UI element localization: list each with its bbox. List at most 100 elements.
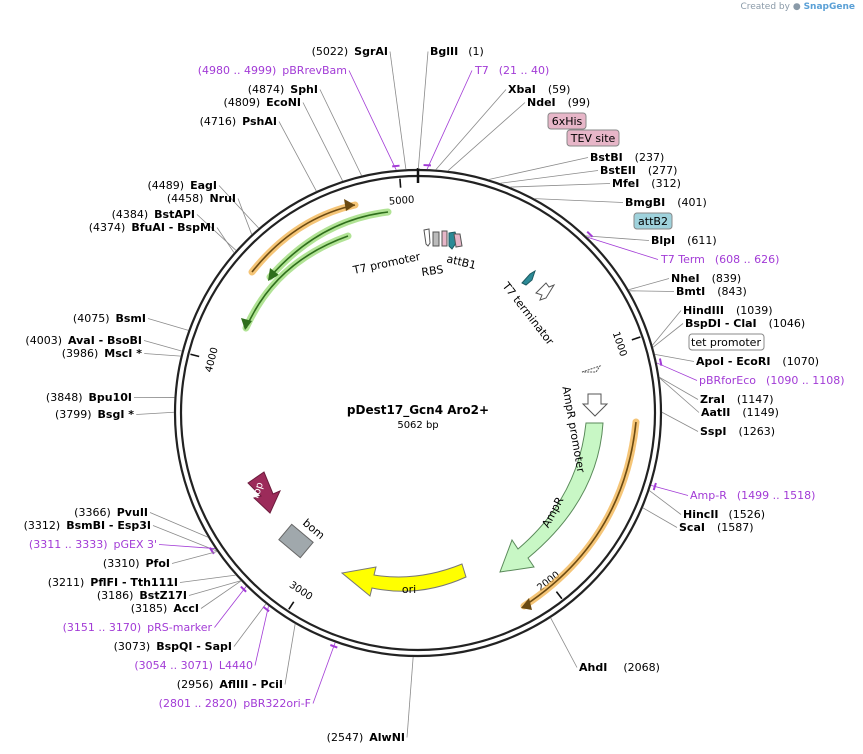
orf-arc-right-core [523, 421, 637, 607]
site-label-prsmarker: (3151 .. 3170)pRS-marker [63, 621, 213, 634]
primer-site-marker [392, 164, 400, 168]
box-tev-label: TEV site [570, 132, 616, 145]
site-label-apoi: ApoI - EcoRI(1070) [696, 355, 819, 368]
site-label-pshai: (4716)PshAI [200, 115, 277, 128]
primer-site-marker [330, 644, 338, 649]
site-leader-line [143, 340, 183, 352]
attb1-label: attB1 [445, 252, 477, 272]
site-leader-line [659, 377, 700, 413]
site-labels: (5022)SgrAI BglII(1) (4980 .. 4999)pBRre… [24, 45, 845, 744]
site-leader-line [136, 411, 175, 415]
box-tet-promoter [688, 333, 765, 351]
bom-feature: bom [278, 516, 327, 559]
primer-leader-line [158, 544, 216, 549]
credit-brand: SnapGene [803, 2, 855, 12]
orf-arcs [241, 199, 640, 610]
site-label-t7: T7(21 .. 40) [474, 64, 549, 77]
site-label-pbr322orif: (2801 .. 2820)pBR322ori-F [159, 697, 311, 710]
site-leader-line [585, 235, 650, 241]
site-label-hindiii: HindIII(1039) [683, 304, 773, 317]
site-label-l4440: (3054 .. 3071)L4440 [134, 659, 253, 672]
site-leader-line [652, 323, 684, 348]
t7-promoter-arrow [423, 228, 431, 247]
site-leader-line [389, 51, 407, 170]
site-label-bstbi: BstBI(237) [590, 151, 664, 164]
site-leader-line [147, 318, 189, 331]
site-label-avai: (4003)AvaI - BsoBI [25, 334, 142, 347]
orf-arc-right-head [521, 598, 532, 610]
site-label-t7term: T7 Term(608 .. 626) [660, 253, 779, 266]
rbs-label: RBS [421, 263, 445, 279]
site-leader-line [196, 214, 237, 251]
site-label-ndei: NdeI(99) [527, 96, 590, 109]
site-leader-line [642, 507, 678, 528]
boxed-feature-tev: TEV site [566, 129, 620, 147]
site-label-bsteii: BstEII(277) [600, 164, 677, 177]
boxed-feature-attb2: attB2 [633, 212, 673, 230]
tick-label: 1000 [610, 330, 629, 358]
site-leader-line [435, 89, 507, 170]
site-leader-line [629, 290, 675, 292]
site-leader-line [510, 183, 611, 188]
site-label-sgrai: (5022)SgrAI [312, 45, 388, 58]
site-label-ampr-primer: Amp-R(1499 .. 1518) [690, 489, 815, 502]
plasmid-name: pDest17_Gcn4 Aro2+ [347, 403, 489, 418]
site-leader-line [302, 102, 343, 182]
tick-mark [288, 601, 295, 610]
primer-leader-line [426, 70, 473, 170]
site-leader-line [200, 580, 242, 609]
his-box [441, 230, 448, 247]
t7-cluster: T7 promoter RBS attB1 [351, 228, 477, 279]
t7-terminator-arrow [535, 282, 556, 301]
ori-arrow [340, 563, 467, 597]
site-label-scai: ScaI(1587) [679, 521, 754, 534]
site-leader-line [278, 121, 317, 192]
orf-arc-top-outer-core [251, 204, 356, 273]
t7-terminator-teal [521, 269, 536, 286]
orf-arc-top-green-core [269, 211, 389, 278]
site-label-bmgbi: BmgBI(401) [625, 196, 707, 209]
credit-prefix: Created by [740, 2, 790, 12]
site-leader-line [406, 656, 414, 738]
site-label-econi: (4809)EcoNI [224, 96, 301, 109]
primer-leader-line [254, 605, 269, 666]
t7-terminator-feature: T7 terminator [499, 269, 557, 348]
site-leader-line [171, 551, 218, 564]
site-label-xbai: XbaI(59) [508, 83, 570, 96]
leader-layer [133, 51, 700, 738]
orf-arc-top-outer-head [344, 199, 355, 211]
site-label-bpu10i: (3848)Bpu10I [46, 391, 132, 404]
site-label-afliii: (2956)AflIII - PciI [177, 678, 283, 691]
site-leader-line [152, 525, 217, 552]
tick-mark [555, 591, 563, 600]
site-leader-line [233, 603, 267, 647]
site-label-bspqi: (3073)BspQI - SapI [114, 640, 232, 653]
site-label-bstz17i: (3186)BstZ17I [97, 589, 187, 602]
site-label-bstapi: (4384)BstAPI [112, 208, 195, 221]
site-leader-line [661, 411, 699, 432]
tet-promoter-marker [581, 365, 602, 373]
orf-arc-mid-green-core [245, 235, 349, 329]
site-label-pflfi: (3211)PflFI - Tth111I [48, 576, 178, 589]
site-label-bspdi: BspDI - ClaI(1046) [685, 317, 805, 330]
site-label-alwni: (2547)AlwNI [327, 731, 405, 744]
site-label-bsmbi: (3312)BsmBI - Esp3I [24, 519, 151, 532]
site-leader-line [500, 170, 599, 184]
snapgene-logo-icon: ● [792, 2, 801, 12]
box-tev [566, 129, 620, 147]
box-attb2 [633, 212, 673, 230]
rop-arrow [247, 471, 281, 514]
ampr-arrow [499, 422, 604, 573]
site-leader-line [144, 353, 181, 357]
ampr-promoter-arrow [581, 393, 609, 417]
primer-leader-line [348, 70, 397, 171]
boxed-feature-tet-promoter: tet promoter [688, 333, 765, 351]
primer-site-marker [658, 358, 663, 366]
site-leader-line [649, 490, 682, 515]
rbs-box [432, 231, 440, 247]
bom-box [278, 523, 314, 559]
site-label-sphi: (4874)SphI [248, 83, 318, 96]
primer-leader-line [214, 586, 247, 628]
rop-label: rop [250, 481, 266, 500]
site-leader-line [284, 623, 296, 685]
